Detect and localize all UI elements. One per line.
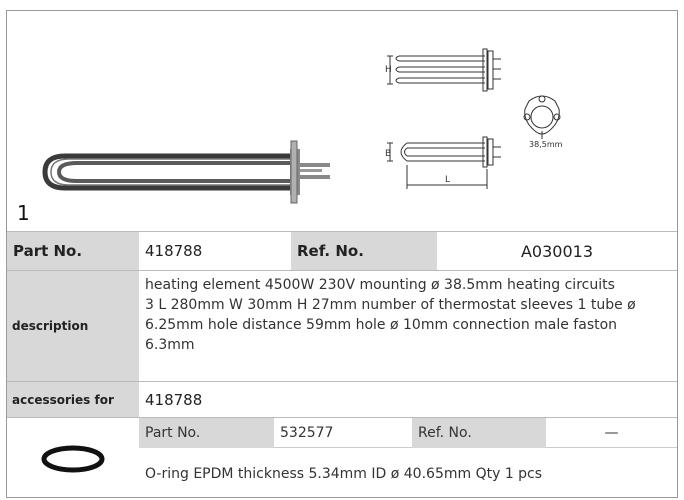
description-label: description <box>7 271 139 381</box>
description-row: description heating element 4500W 230V m… <box>7 270 677 381</box>
accessory-ref-label: Ref. No. <box>412 418 546 448</box>
accessories-row: accessories for 418788 <box>7 381 677 417</box>
ref-no-value: A030013 <box>520 241 594 261</box>
figure-index: 1 <box>17 201 30 225</box>
accessory-item-row: Part No. 532577 Ref. No. — O-ring EPDM t… <box>7 417 677 497</box>
heating-element-photo <box>42 140 330 204</box>
part-no-value: 418788 <box>145 242 203 260</box>
description-line: 3 L 280mm W 30mm H 27mm number of thermo… <box>145 297 636 313</box>
ref-no-label: Ref. No. <box>291 232 437 270</box>
product-image-area: H B L 38,5mm 1 <box>7 11 677 231</box>
accessories-label: accessories for <box>7 382 139 417</box>
accessory-header: Part No. 532577 Ref. No. — <box>139 418 677 448</box>
description-line: 6.25mm hole distance 59mm hole ø 10mm co… <box>145 317 618 333</box>
description-line: 6.3mm <box>145 337 195 353</box>
part-header-row: Part No. 418788 Ref. No. A030013 <box>7 231 677 270</box>
product-card: H B L 38,5mm 1 Part No. 418788 Ref. No. … <box>6 10 678 498</box>
o-ring-icon <box>41 445 105 472</box>
dimension-l-label: L <box>445 175 450 185</box>
description-line: heating element 4500W 230V mounting ø 38… <box>145 277 615 293</box>
accessory-description: O-ring EPDM thickness 5.34mm ID ø 40.65m… <box>145 466 543 482</box>
part-no-label: Part No. <box>7 232 139 270</box>
accessory-ref-value: — <box>604 425 619 441</box>
accessories-value: 418788 <box>145 390 203 409</box>
dimension-hole-label: 38,5mm <box>529 140 563 149</box>
dimension-h-label: H <box>385 65 392 75</box>
o-ring-image <box>7 418 139 497</box>
dimension-b-label: B <box>385 149 391 159</box>
accessory-part-value: 532577 <box>280 425 334 441</box>
technical-drawing: H B L 38,5mm <box>385 48 563 189</box>
description-text: heating element 4500W 230V mounting ø 38… <box>139 271 677 381</box>
accessory-part-label: Part No. <box>139 418 274 448</box>
